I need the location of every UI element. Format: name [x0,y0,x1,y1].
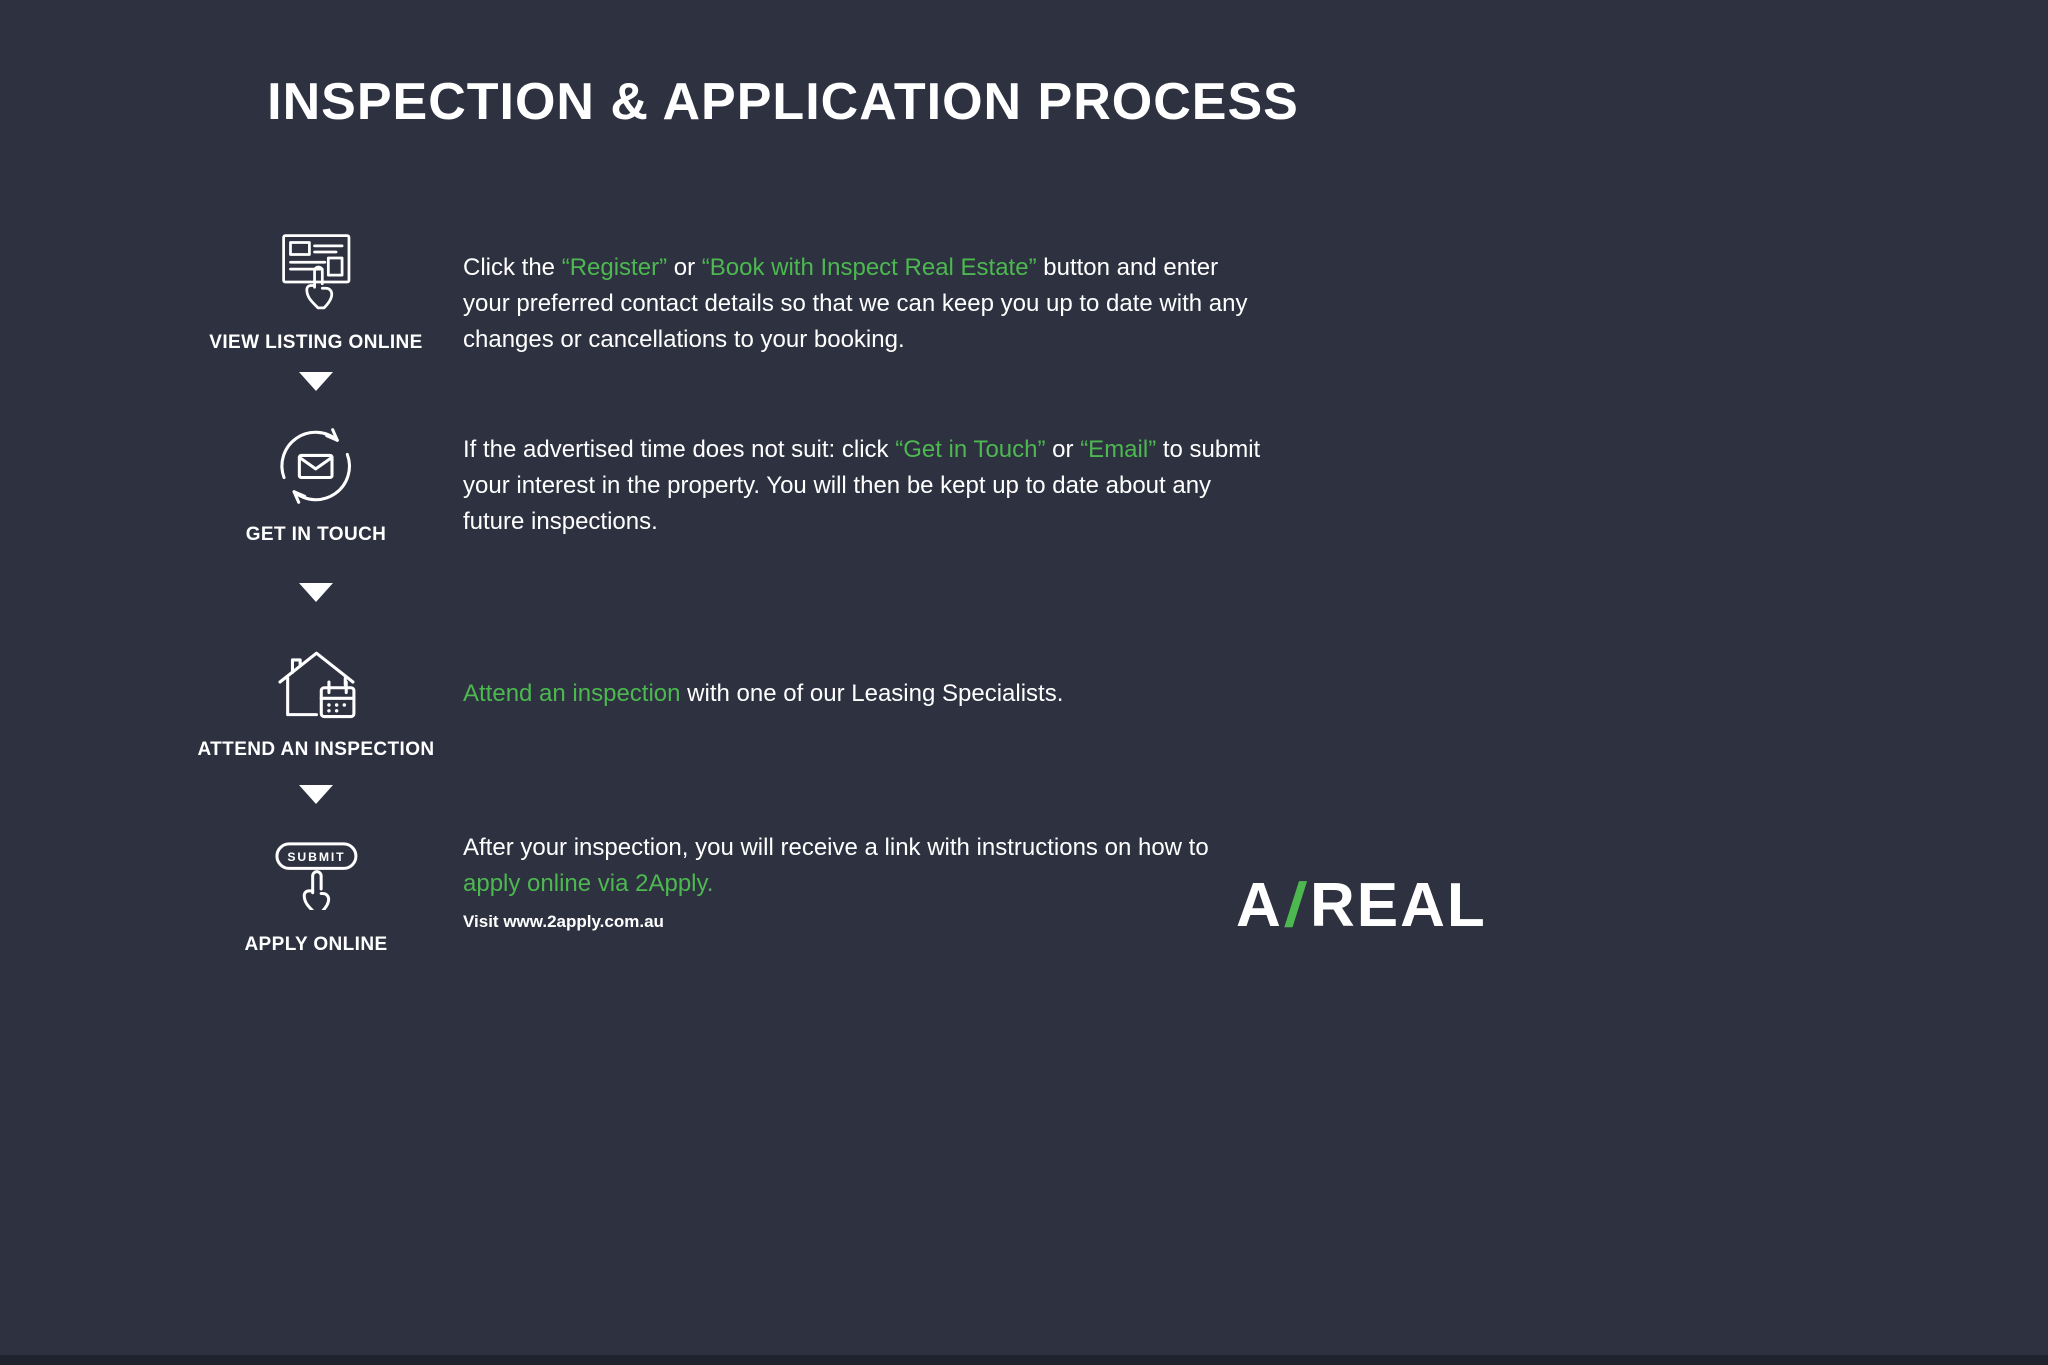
submit-button-cursor-icon: SUBMIT [275,842,357,910]
desc-text: If the advertised time does not suit: cl… [463,436,896,463]
step-description-view-listing: Click the “Register” or “Book with Inspe… [463,250,1263,358]
submit-button-label: SUBMIT [287,850,345,864]
desc-text: button and enter your preferred contact … [463,254,1248,353]
desc-highlight-attend: Attend an inspection [463,680,681,707]
step-description-attend-inspection: Attend an inspection with one of our Lea… [463,676,1263,712]
down-arrow-icon [299,372,333,391]
desc-highlight-2apply: apply online via 2Apply. [463,870,714,897]
step-get-in-touch: GET IN TOUCH [246,418,387,546]
bottom-edge [0,1355,2048,1365]
desc-text: to submit your interest in the property.… [463,436,1261,535]
desc-text: Click the [463,254,562,281]
desc-text: or [1045,436,1081,463]
listing-cursor-icon [281,234,351,310]
desc-highlight-register: “Register” [561,254,668,281]
desc-text: After your inspection, you will receive … [463,834,1209,861]
desc-text: with one of our Leasing Specialists. [680,680,1064,707]
down-arrow-icon [299,583,333,602]
step-label: VIEW LISTING ONLINE [209,332,423,353]
2apply-url-note: Visit www.2apply.com.au [463,912,664,931]
page-title: INSPECTION & APPLICATION PROCESS [267,73,1299,131]
step-view-listing-online: VIEW LISTING ONLINE [209,230,422,354]
step-label: GET IN TOUCH [245,524,387,545]
step-description-get-in-touch: If the advertised time does not suit: cl… [463,432,1263,540]
logo-text-real: REAL [1310,871,1487,940]
step-description-apply-online: After your inspection, you will receive … [463,830,1263,902]
envelope-refresh-icon [280,428,352,504]
down-arrow-icon [299,785,333,804]
desc-highlight-email: “Email” [1080,436,1157,463]
step-apply-online: SUBMIT APPLY ONLINE [244,838,387,956]
areal-logo: A/REAL [1236,870,1487,941]
logo-letter-a: A [1236,871,1283,940]
desc-text: or [667,254,702,281]
step-attend-inspection: ATTEND AN INSPECTION [197,634,434,761]
desc-highlight-get-in-touch: “Get in Touch” [895,436,1046,463]
desc-highlight-book: “Book with Inspect Real Estate” [701,254,1037,281]
step-label: ATTEND AN INSPECTION [197,739,435,760]
house-calendar-icon [277,651,355,719]
logo-slash: / [1282,871,1311,940]
step-label: APPLY ONLINE [244,934,388,955]
